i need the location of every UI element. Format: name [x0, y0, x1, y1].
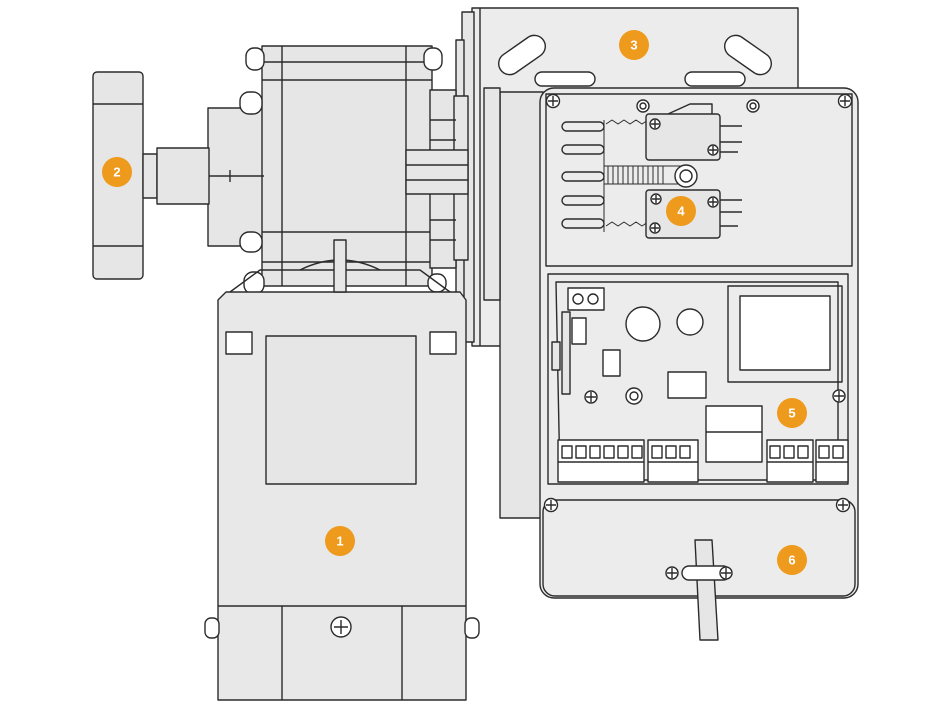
- callout-badge: [619, 30, 649, 60]
- callout-badge: [777, 398, 807, 428]
- terminal-blocks: [557, 439, 849, 483]
- callout-3: 3: [619, 30, 649, 60]
- callout-5: 5: [777, 398, 807, 428]
- callout-layer: 1 2 3 4 5 6: [102, 30, 807, 575]
- callout-number: 6: [788, 553, 795, 568]
- gearbox-housing: [207, 45, 469, 295]
- control-board: [551, 281, 849, 483]
- callout-2: 2: [102, 157, 132, 187]
- callout-number: 5: [788, 406, 795, 421]
- callout-badge: [777, 545, 807, 575]
- transformer: [739, 295, 831, 371]
- cable-gland: [665, 539, 733, 641]
- callout-badge: [102, 157, 132, 187]
- relay: [705, 405, 763, 463]
- callout-badge: [666, 196, 696, 226]
- callout-number: 1: [336, 534, 343, 549]
- gear-motor-body: [204, 239, 480, 701]
- callout-number: 2: [113, 165, 120, 180]
- bracket-slot-left: [498, 34, 546, 76]
- callout-6: 6: [777, 545, 807, 575]
- callout-1: 1: [325, 526, 355, 556]
- callout-badge: [325, 526, 355, 556]
- callout-4: 4: [666, 196, 696, 226]
- enclosure-screws: [543, 93, 853, 513]
- limit-switches: [561, 103, 742, 239]
- callout-number: 3: [630, 38, 637, 53]
- callout-number: 4: [677, 204, 685, 219]
- upper-limit-switch: [645, 103, 742, 161]
- threaded-spindle: [603, 119, 684, 232]
- bracket-slot-right: [724, 34, 772, 76]
